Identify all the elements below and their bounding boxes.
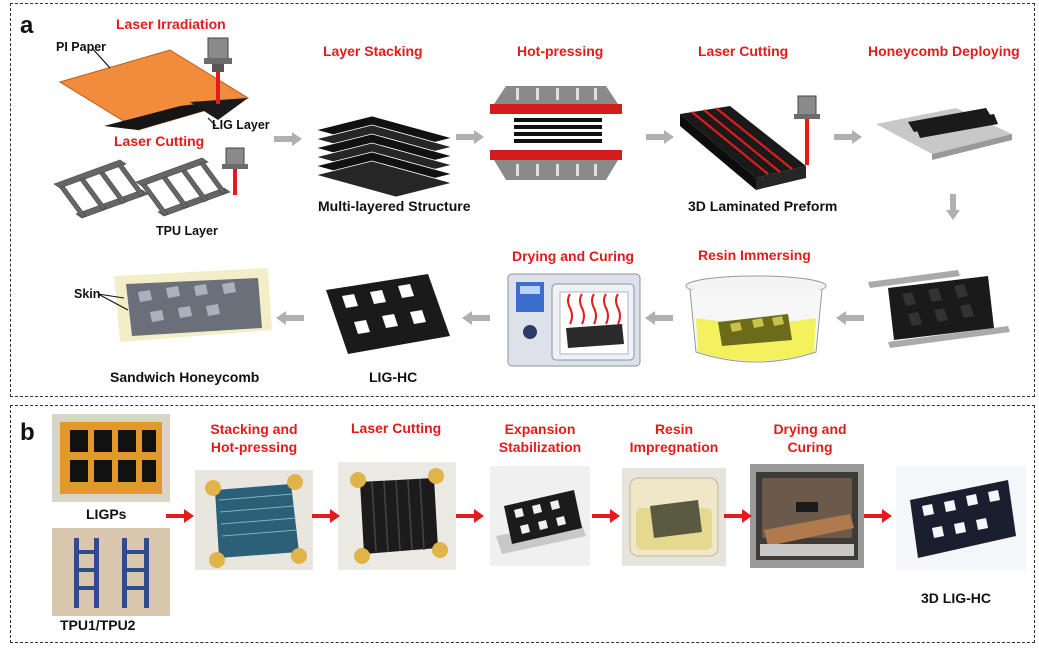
panel-a (10, 3, 1035, 397)
honeycomb-plates-illustration (868, 270, 1010, 348)
arrow-b4 (592, 509, 620, 523)
step-stacking-line2: Hot-pressing (210, 439, 298, 455)
arrow-b3 (456, 509, 484, 523)
step-laser-cutting-2: Laser Cutting (698, 43, 789, 59)
pi-paper-pointer (91, 47, 111, 69)
arrow-a6 (836, 311, 864, 325)
label-skin: Skin (74, 287, 101, 301)
resin-beaker-illustration (685, 275, 827, 363)
tpu-layer-illustration (53, 147, 248, 219)
arrow-a2 (456, 130, 484, 144)
arrow-b2 (312, 509, 340, 523)
label-sandwich-honeycomb: Sandwich Honeycomb (110, 369, 260, 385)
step-honeycomb-deploying: Honeycomb Deploying (868, 43, 1020, 59)
step-drying-curing: Drying and Curing (512, 248, 635, 264)
arrow-b5 (724, 509, 752, 523)
step-resin-impregnation: Resin Impregnation (624, 420, 724, 456)
label-lig-hc: LIG-HC (369, 369, 418, 385)
step-resin-line1: Resin (654, 421, 694, 437)
photo-stacking (195, 470, 313, 570)
step-layer-stacking: Layer Stacking (323, 43, 423, 59)
step-stacking-line1: Stacking and (210, 421, 298, 437)
arrow-a3 (646, 130, 674, 144)
photo-final-3d-lig-hc (896, 466, 1026, 570)
step-laser-cutting-1: Laser Cutting (114, 133, 205, 149)
step-b-laser-cutting: Laser Cutting (351, 420, 442, 436)
step-resin-line2: Impregnation (629, 439, 719, 455)
panel-b-label: b (20, 419, 35, 446)
lig-hc-illustration (326, 274, 450, 354)
label-multi-layered: Multi-layered Structure (318, 198, 471, 214)
arrow-a5-down (946, 194, 960, 220)
label-tpu-layer: TPU Layer (156, 224, 218, 238)
pi-paper-illustration (58, 37, 250, 131)
photo-expansion (490, 466, 590, 566)
photo-tpu (52, 528, 170, 616)
step-stacking-hot-pressing: Stacking and Hot-pressing (206, 420, 302, 456)
step-drying-curing-b: Drying and Curing (760, 420, 860, 456)
step-laser-irradiation: Laser Irradiation (116, 16, 226, 32)
drying-oven-illustration (507, 273, 641, 367)
laminated-preform-illustration (680, 95, 820, 190)
panel-b (10, 405, 1035, 643)
step-resin-immersing: Resin Immersing (698, 247, 811, 263)
step-hot-pressing: Hot-pressing (517, 43, 604, 59)
honeycomb-deploying-illustration (876, 108, 1012, 160)
hot-press-illustration (490, 86, 622, 180)
arrow-a1 (274, 132, 302, 146)
multilayer-stack-illustration (314, 115, 454, 198)
label-lig-layer: LIG Layer (212, 118, 270, 132)
step-drying-line1: Drying and (773, 421, 847, 437)
label-tpu1-tpu2: TPU1/TPU2 (60, 617, 136, 633)
step-expansion-stabilization: Expansion Stabilization (490, 420, 590, 456)
photo-drying (750, 464, 864, 568)
photo-laser-cutting (338, 462, 456, 570)
stack-layer (314, 160, 454, 198)
sandwich-honeycomb-illustration (97, 268, 272, 342)
arrow-b6 (864, 509, 892, 523)
label-3d-lig-hc: 3D LIG-HC (921, 590, 991, 606)
label-laminated-preform: 3D Laminated Preform (688, 198, 838, 214)
photo-ligps (52, 414, 170, 502)
arrow-a9 (276, 311, 304, 325)
arrow-a8 (462, 311, 490, 325)
step-expansion-line2: Stabilization (498, 439, 582, 455)
photo-resin (622, 468, 726, 566)
arrow-b1 (166, 509, 194, 523)
arrow-a7 (645, 311, 673, 325)
step-expansion-line1: Expansion (504, 421, 576, 437)
step-drying-line2: Curing (787, 439, 833, 455)
panel-a-label: a (20, 12, 34, 39)
label-ligps: LIGPs (86, 506, 127, 522)
arrow-a4 (834, 130, 862, 144)
